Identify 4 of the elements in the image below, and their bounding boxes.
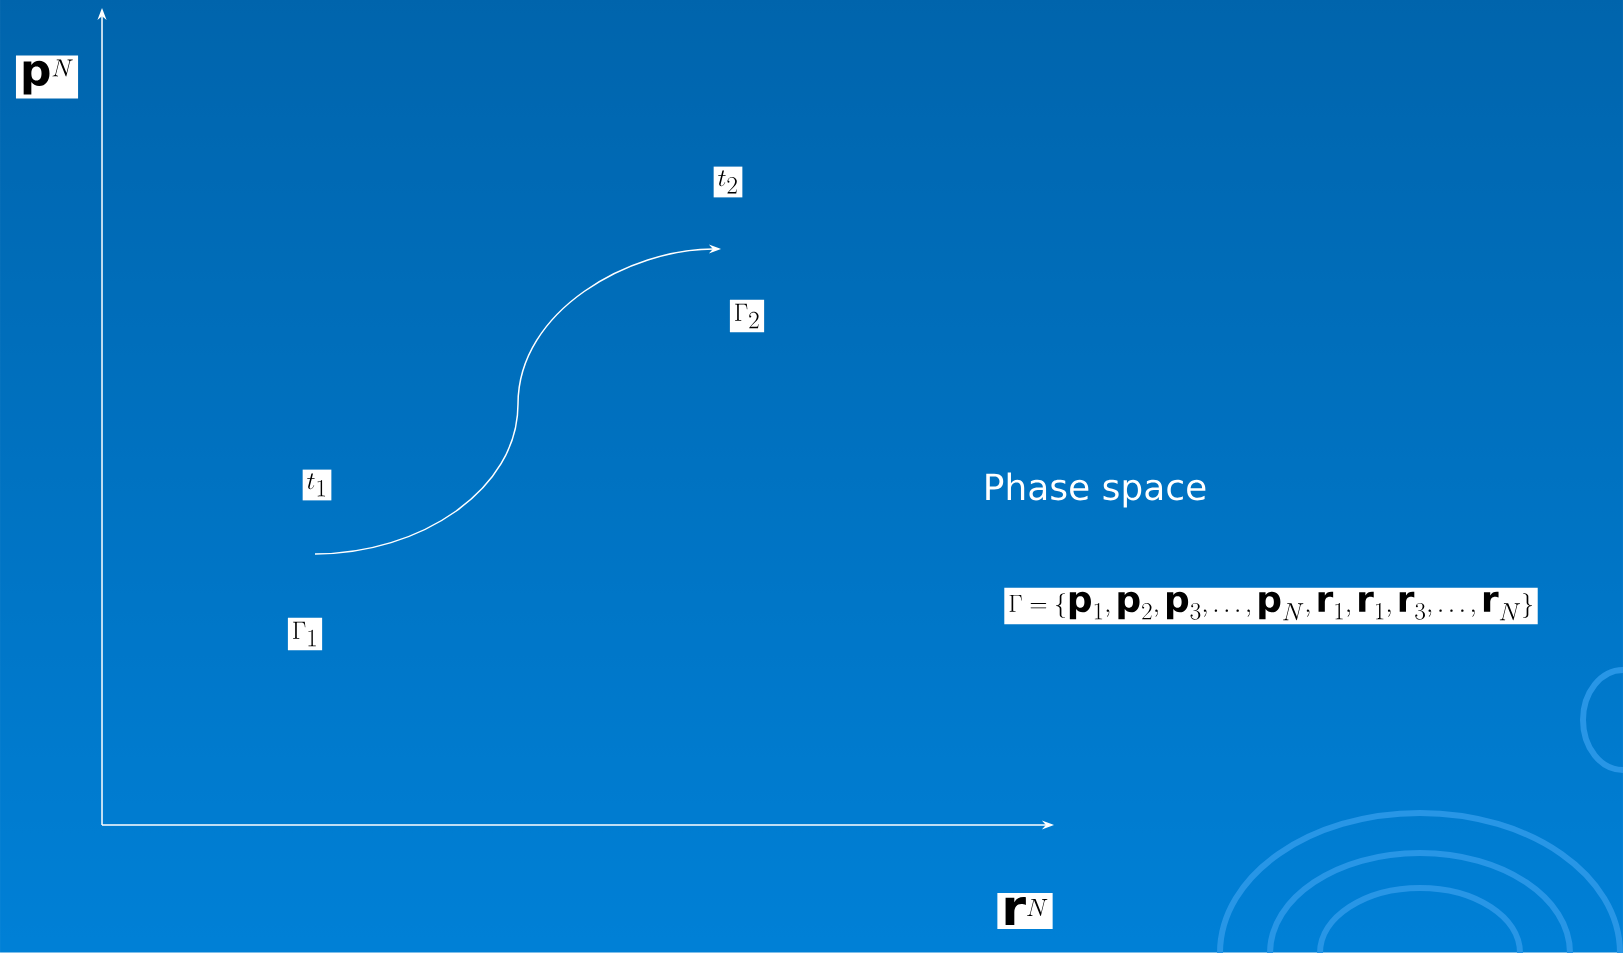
math-label: $\mathbf{p}^{N}$ — [15, 55, 79, 99]
heading-text: Phase space — [986, 472, 1206, 508]
math-label: $\Gamma = \{\mathbf{p}_{1}, \mathbf{p}_{2}, \mathbf{p}_{3}, \ldots, \mathbf{p}_{N}, \mathbf{r}_{1}, \mathbf{r}_{1}, \mathbf{r}_{3}, \ldots, \mathbf{r}_{N}\}$ — [1004, 587, 1538, 625]
math-label: $\mathbf{r}^{N}$ — [997, 893, 1053, 929]
